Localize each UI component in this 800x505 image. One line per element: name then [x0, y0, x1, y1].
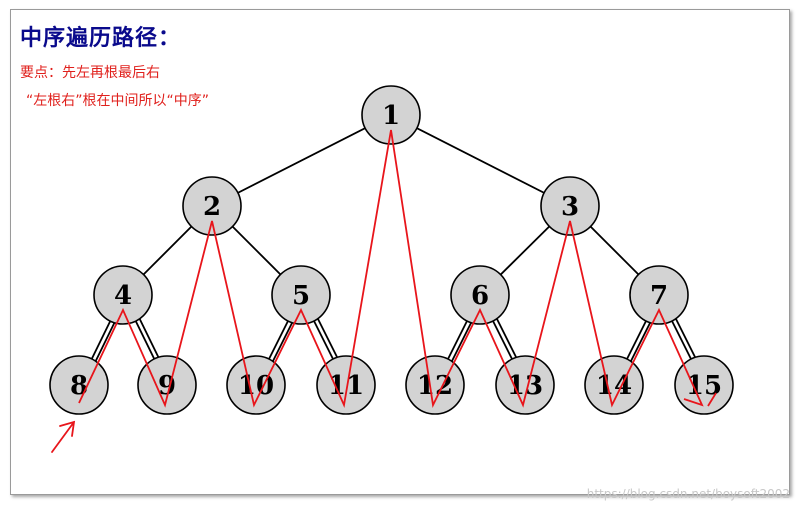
node-label: 1 — [382, 101, 400, 131]
note-explanation: “左根右”根在中间所以“中序” — [26, 93, 210, 109]
node-circle — [495, 355, 555, 415]
tree-node-7: 7 — [629, 265, 689, 325]
page-title: 中序遍历路径： — [20, 26, 182, 51]
note-key-point: 要点：先左再根最后右 — [20, 65, 160, 81]
node-label: 7 — [650, 281, 668, 311]
tree-node-4: 4 — [93, 265, 153, 325]
node-circle — [271, 265, 331, 325]
tree-node-6: 6 — [450, 265, 510, 325]
node-circle — [450, 265, 510, 325]
start-arrow-icon — [51, 420, 76, 453]
tree-edge-1-2 — [211, 114, 392, 207]
path-end-tick — [707, 392, 717, 407]
tree-node-12: 12 — [405, 355, 465, 415]
tree-node-11: 11 — [316, 355, 376, 415]
node-circle — [93, 265, 153, 325]
node-circle — [316, 355, 376, 415]
node-label: 2 — [203, 192, 221, 222]
node-circle — [674, 355, 734, 415]
node-label: 4 — [114, 281, 132, 311]
node-circle — [540, 176, 600, 236]
tree-node-10: 10 — [226, 355, 286, 415]
node-label: 15 — [686, 371, 722, 401]
node-label: 3 — [561, 192, 579, 222]
inorder-path-layer — [51, 129, 717, 453]
tree-node-5: 5 — [271, 265, 331, 325]
tree-node-3: 3 — [540, 176, 600, 236]
watermark: https://blog.csdn.net/boysoft2002 — [586, 487, 790, 501]
tree-edge-1-3 — [390, 114, 571, 207]
node-label: 5 — [292, 281, 310, 311]
node-label: 6 — [471, 281, 489, 311]
tree-node-2: 2 — [182, 176, 242, 236]
node-circle — [361, 85, 421, 145]
tree-node-15: 15 — [674, 355, 734, 415]
node-label: 8 — [70, 371, 88, 401]
inorder-path-line — [78, 129, 704, 409]
tree-node-14: 14 — [584, 355, 644, 415]
tree-node-1: 1 — [361, 85, 421, 145]
tree-node-8: 8 — [49, 355, 109, 415]
node-circle — [182, 176, 242, 236]
node-circle — [137, 355, 197, 415]
node-circle — [629, 265, 689, 325]
